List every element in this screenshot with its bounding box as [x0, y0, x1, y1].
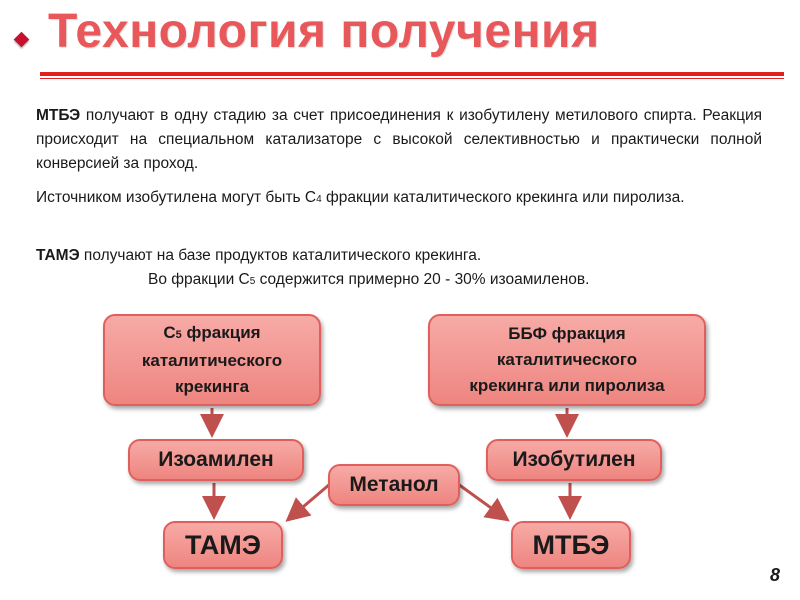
- c5-prefix: С: [163, 323, 176, 342]
- page-number: 8: [769, 565, 780, 585]
- paragraph3-text: получают на базе продуктов каталитическо…: [79, 247, 482, 264]
- c5-line1: фракция: [181, 323, 261, 342]
- title-underline: [40, 72, 784, 76]
- arrow-methanol-to-tame: [285, 482, 331, 522]
- paragraph-mtbe-text: получают в одну стадию за счет присоедин…: [36, 107, 762, 172]
- paragraph3-line2: Во фракции С5 содержится примерно 20 - 3…: [36, 268, 762, 294]
- slide-title: Технология получения: [48, 5, 600, 58]
- c5-line2: каталитического: [141, 351, 283, 370]
- paragraph3-line2-b: содержится примерно 20 - 30% изоамиленов…: [255, 271, 590, 288]
- box-bbf-fraction: ББФ фракция каталитического крекинга или…: [428, 314, 706, 406]
- paragraph2-subscript: 4: [316, 194, 322, 205]
- box-mtbe: МТБЭ: [511, 521, 631, 569]
- paragraph3-line2-subscript: 5: [249, 276, 256, 287]
- arrow-methanol-to-mtbe: [457, 482, 510, 522]
- bbf-line3: крекинга или пиролиза: [469, 376, 665, 395]
- box-isobutylene: Изобутилен: [486, 439, 662, 481]
- paragraph-tame: ТАМЭ получают на базе продуктов каталити…: [36, 244, 762, 294]
- c5-line3: крекинга: [174, 377, 250, 396]
- box-tame: ТАМЭ: [163, 521, 283, 569]
- paragraph2-text-a: Источником изобутилена могут быть С: [36, 189, 317, 206]
- bbf-line1: ББФ фракция: [508, 324, 626, 343]
- paragraph3-line2-a: Во фракции С: [148, 271, 250, 288]
- box-isoamylene: Изоамилен: [128, 439, 304, 481]
- box-methanol: Метанол: [328, 464, 460, 506]
- term-mtbe: МТБЭ: [36, 107, 81, 124]
- title-underline-thin: [40, 78, 784, 79]
- bbf-line2: каталитического: [496, 350, 638, 369]
- paragraph-mtbe: МТБЭ получают в одну стадию за счет прис…: [36, 104, 762, 176]
- paragraph2-text-b: фракции каталитического крекинга или пир…: [321, 189, 685, 206]
- term-tame: ТАМЭ: [36, 247, 80, 264]
- box-c5-fraction: С5 фракция каталитического крекинга: [103, 314, 321, 406]
- paragraph-isobutylene-source: Источником изобутилена могут быть С4 фра…: [36, 186, 762, 212]
- c5-subscript: 5: [175, 329, 182, 341]
